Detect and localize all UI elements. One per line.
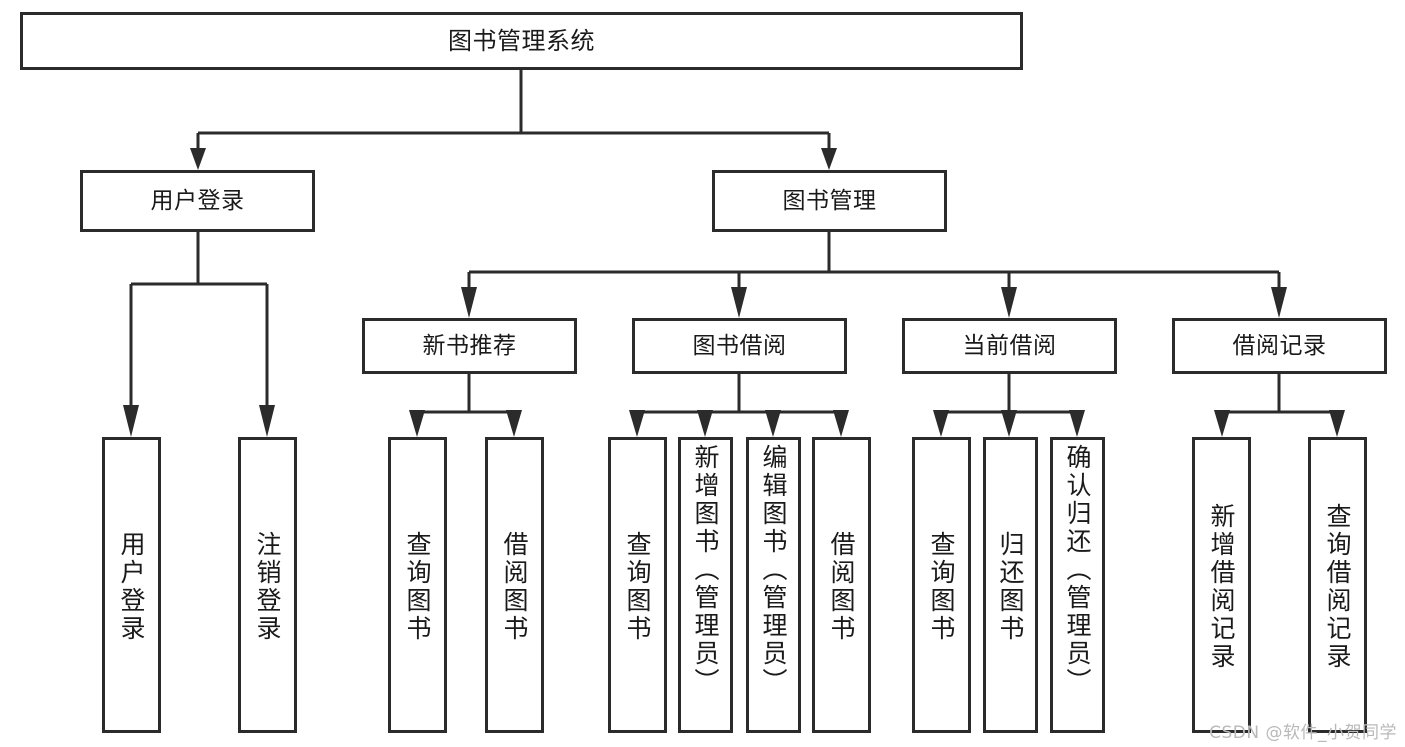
arrow-user-login: [190, 148, 206, 170]
leaf-user-login-logout[interactable]: 注销登录: [238, 437, 297, 733]
arrow-leaf-user-login-1: [123, 405, 139, 437]
node-label: 新书推荐: [422, 332, 517, 359]
arrow-leaf-book-borrow-1: [629, 410, 645, 437]
leaf-current-borrow-return-book[interactable]: 归还图书: [983, 437, 1038, 733]
arrow-leaf-borrow-record-1: [1214, 410, 1230, 437]
arrow-book-manage: [821, 148, 837, 170]
arrow-current-borrow: [1001, 287, 1017, 318]
leaf-new-book-query-book[interactable]: 查询图书: [388, 437, 447, 733]
node-label: 借阅图书: [827, 531, 856, 643]
node-label: 归还图书: [996, 531, 1025, 643]
node-root-book-management-system[interactable]: 图书管理系统: [20, 12, 1023, 70]
node-label: 图书管理: [782, 187, 877, 214]
leaf-book-borrow-borrow-book[interactable]: 借阅图书: [812, 437, 871, 733]
leaf-current-borrow-confirm-return-admin[interactable]: 确认归还（管理员）: [1050, 437, 1105, 733]
leaf-borrow-record-add-record[interactable]: 新增借阅记录: [1192, 437, 1251, 733]
arrow-leaf-current-borrow-3: [1069, 410, 1085, 437]
node-label: 查询图书: [927, 531, 956, 643]
node-label: 新增图书（管理员）: [691, 444, 720, 696]
arrow-leaf-book-borrow-3: [765, 410, 781, 437]
arrow-new-book: [461, 287, 477, 318]
leaf-user-login-login[interactable]: 用户登录: [102, 437, 161, 733]
node-user-login[interactable]: 用户登录: [80, 170, 315, 232]
node-label: 新增借阅记录: [1207, 503, 1236, 671]
leaf-book-borrow-add-book-admin[interactable]: 新增图书（管理员）: [678, 437, 733, 733]
node-borrow-record[interactable]: 借阅记录: [1172, 318, 1387, 374]
node-label: 查询借阅记录: [1323, 503, 1352, 671]
leaf-book-borrow-query-book[interactable]: 查询图书: [608, 437, 667, 733]
node-label: 注销登录: [253, 531, 282, 643]
leaf-book-borrow-edit-book-admin[interactable]: 编辑图书（管理员）: [746, 437, 801, 733]
node-label: 图书借阅: [692, 332, 787, 359]
node-label: 借阅图书: [500, 531, 529, 643]
node-label: 确认归还（管理员）: [1063, 444, 1092, 696]
node-book-management[interactable]: 图书管理: [712, 170, 947, 232]
node-label: 查询图书: [403, 531, 432, 643]
leaf-new-book-borrow-book[interactable]: 借阅图书: [485, 437, 544, 733]
node-book-borrow[interactable]: 图书借阅: [632, 318, 847, 374]
node-label: 借阅记录: [1232, 332, 1327, 359]
arrow-leaf-book-borrow-2: [697, 410, 713, 437]
leaf-current-borrow-query-book[interactable]: 查询图书: [912, 437, 971, 733]
node-label: 编辑图书（管理员）: [759, 444, 788, 696]
node-label: 查询图书: [623, 531, 652, 643]
node-new-book-recommend[interactable]: 新书推荐: [362, 318, 577, 374]
watermark-csdn: CSDN @软件_小贺同学: [1209, 723, 1397, 743]
arrow-leaf-new-book-2: [506, 410, 522, 437]
arrow-leaf-borrow-record-2: [1329, 410, 1345, 437]
arrow-book-borrow: [731, 287, 747, 318]
arrow-borrow-record: [1271, 287, 1287, 318]
arrow-leaf-book-borrow-4: [833, 410, 849, 437]
node-label: 用户登录: [117, 531, 146, 643]
arrow-leaf-current-borrow-1: [933, 410, 949, 437]
node-label: 图书管理系统: [448, 27, 595, 55]
node-label: 当前借阅: [962, 332, 1057, 359]
arrow-leaf-user-login-2: [259, 405, 275, 437]
node-label: 用户登录: [150, 187, 245, 214]
arrow-leaf-new-book-1: [409, 410, 425, 437]
arrow-leaf-current-borrow-2: [1001, 410, 1017, 437]
leaf-borrow-record-query-record[interactable]: 查询借阅记录: [1308, 437, 1367, 733]
node-current-borrow[interactable]: 当前借阅: [902, 318, 1117, 374]
